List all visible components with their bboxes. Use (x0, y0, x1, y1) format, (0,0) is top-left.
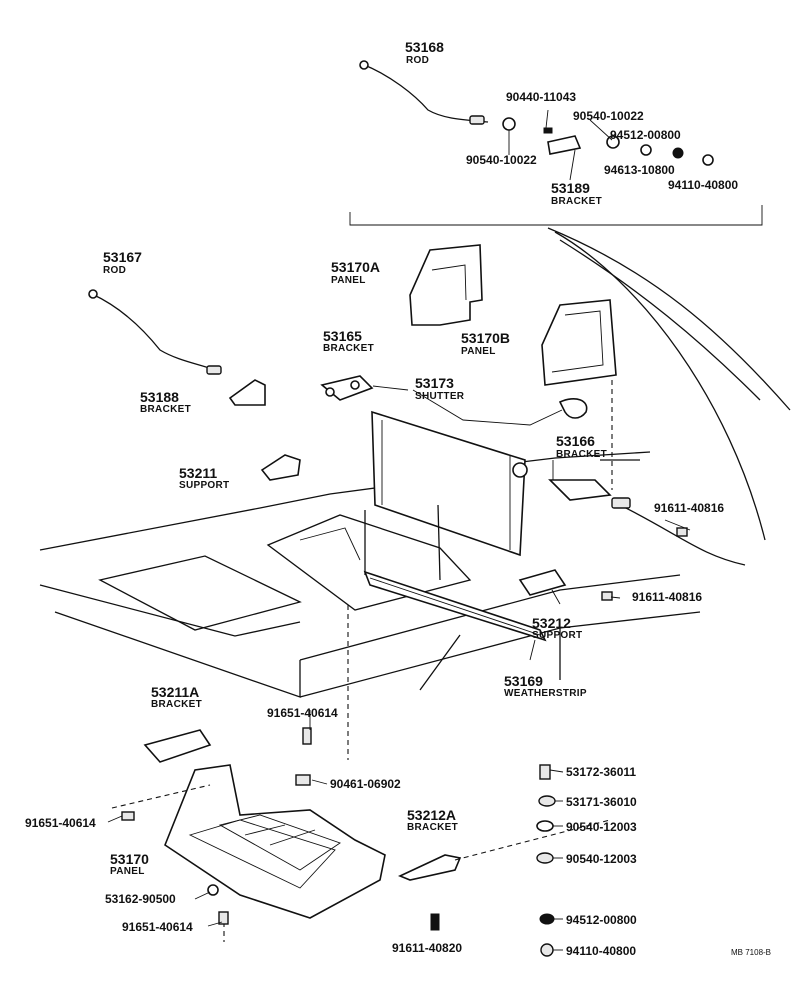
bracket-53212a (397, 854, 462, 881)
callout-91611-40816-a: 91611-40816 (654, 501, 724, 515)
callout-53166-number: 53166 (556, 433, 595, 449)
callout-53165-number: 53165 (323, 328, 362, 344)
callout-53162-90500: 53162-90500 (105, 892, 176, 906)
callout-53169-name: WEATHERSTRIP (504, 688, 587, 699)
leaders (107, 109, 691, 951)
callout-91611-40816-b: 91611-40816 (632, 590, 702, 604)
callout-94512-00800-a: 94512-00800 (610, 128, 681, 142)
callout-53170a-name: PANEL (331, 275, 366, 286)
shutter-53173 (371, 398, 588, 557)
callout-91611-40820: 91611-40820 (392, 941, 462, 955)
dashed-lower-left (111, 784, 211, 809)
callout-53170a-number: 53170A (331, 259, 380, 275)
panel-53170 (164, 764, 386, 919)
callout-53171-36010: 53171-36010 (566, 795, 637, 809)
callout-53168-number: 53168 (405, 39, 444, 55)
callout-53188-number: 53188 (140, 389, 179, 405)
callout-90440-11043: 90440-11043 (506, 90, 576, 104)
callout-53212-name: SUPPORT (532, 630, 582, 641)
callout-94512-00800-b: 94512-00800 (566, 913, 637, 927)
callout-90540-10022-b: 90540-10022 (466, 153, 537, 167)
callout-53170b-name: PANEL (461, 346, 496, 357)
callout-53212a-name: BRACKET (407, 822, 458, 833)
support-53211 (260, 454, 301, 481)
callout-53170-number: 53170 (110, 851, 149, 867)
callout-53168-name: ROD (406, 55, 429, 66)
rod-53167 (88, 289, 222, 375)
callout-53165-name: BRACKET (323, 343, 374, 354)
callout-91651-40614-a: 91651-40614 (267, 706, 338, 720)
body-outline (39, 227, 791, 698)
callout-90461-06902: 90461-06902 (330, 777, 401, 791)
bracket-53189 (547, 135, 582, 155)
bracket-53211a (143, 729, 212, 763)
callout-53211a-name: BRACKET (151, 699, 202, 710)
callout-94613-10800: 94613-10800 (604, 163, 675, 177)
callout-53166-name: BRACKET (556, 449, 607, 460)
callout-91651-40614-b: 91651-40614 (25, 816, 96, 830)
bracket-53166 (548, 479, 612, 501)
support-53212 (518, 569, 567, 596)
bracket-53188 (228, 379, 266, 406)
callout-53188-name: BRACKET (140, 404, 191, 415)
labels: 53168 ROD 90440-11043 90540-10022 94512-… (25, 39, 771, 958)
drawing-code: MB 7108-B (731, 948, 771, 957)
callout-53169-number: 53169 (504, 673, 543, 689)
callout-53172-36011: 53172-36011 (566, 765, 636, 779)
callout-53189-name: BRACKET (551, 196, 602, 207)
callout-53211a-number: 53211A (151, 684, 199, 700)
rod-53168 (359, 60, 489, 125)
callout-53167-number: 53167 (103, 249, 142, 265)
callout-53170b-number: 53170B (461, 330, 510, 346)
callout-91651-40614-c: 91651-40614 (122, 920, 193, 934)
panel-53170b (541, 299, 617, 386)
callout-90540-12003-b: 90540-12003 (566, 852, 637, 866)
bracket-53165 (320, 375, 374, 401)
callout-90540-12003-a: 90540-12003 (566, 820, 637, 834)
callout-53167-name: ROD (103, 265, 126, 276)
callout-53211-number: 53211 (179, 465, 217, 481)
callout-53189-number: 53189 (551, 180, 590, 196)
callout-53173-number: 53173 (415, 375, 454, 391)
callout-90540-10022-a: 90540-10022 (573, 109, 644, 123)
callout-94110-40800-a: 94110-40800 (668, 178, 738, 192)
callout-94110-40800-b: 94110-40800 (566, 944, 636, 958)
callout-53212a-number: 53212A (407, 807, 456, 823)
panel-53170a (409, 244, 483, 326)
callout-53211-name: SUPPORT (179, 480, 229, 491)
callout-53173-name: SHUTTER (415, 391, 465, 402)
cable-right (554, 231, 766, 566)
weatherstrip-53169 (363, 504, 547, 642)
group-bracket-line (349, 205, 763, 226)
callout-53212-number: 53212 (532, 615, 571, 631)
callout-53170-name: PANEL (110, 866, 145, 877)
